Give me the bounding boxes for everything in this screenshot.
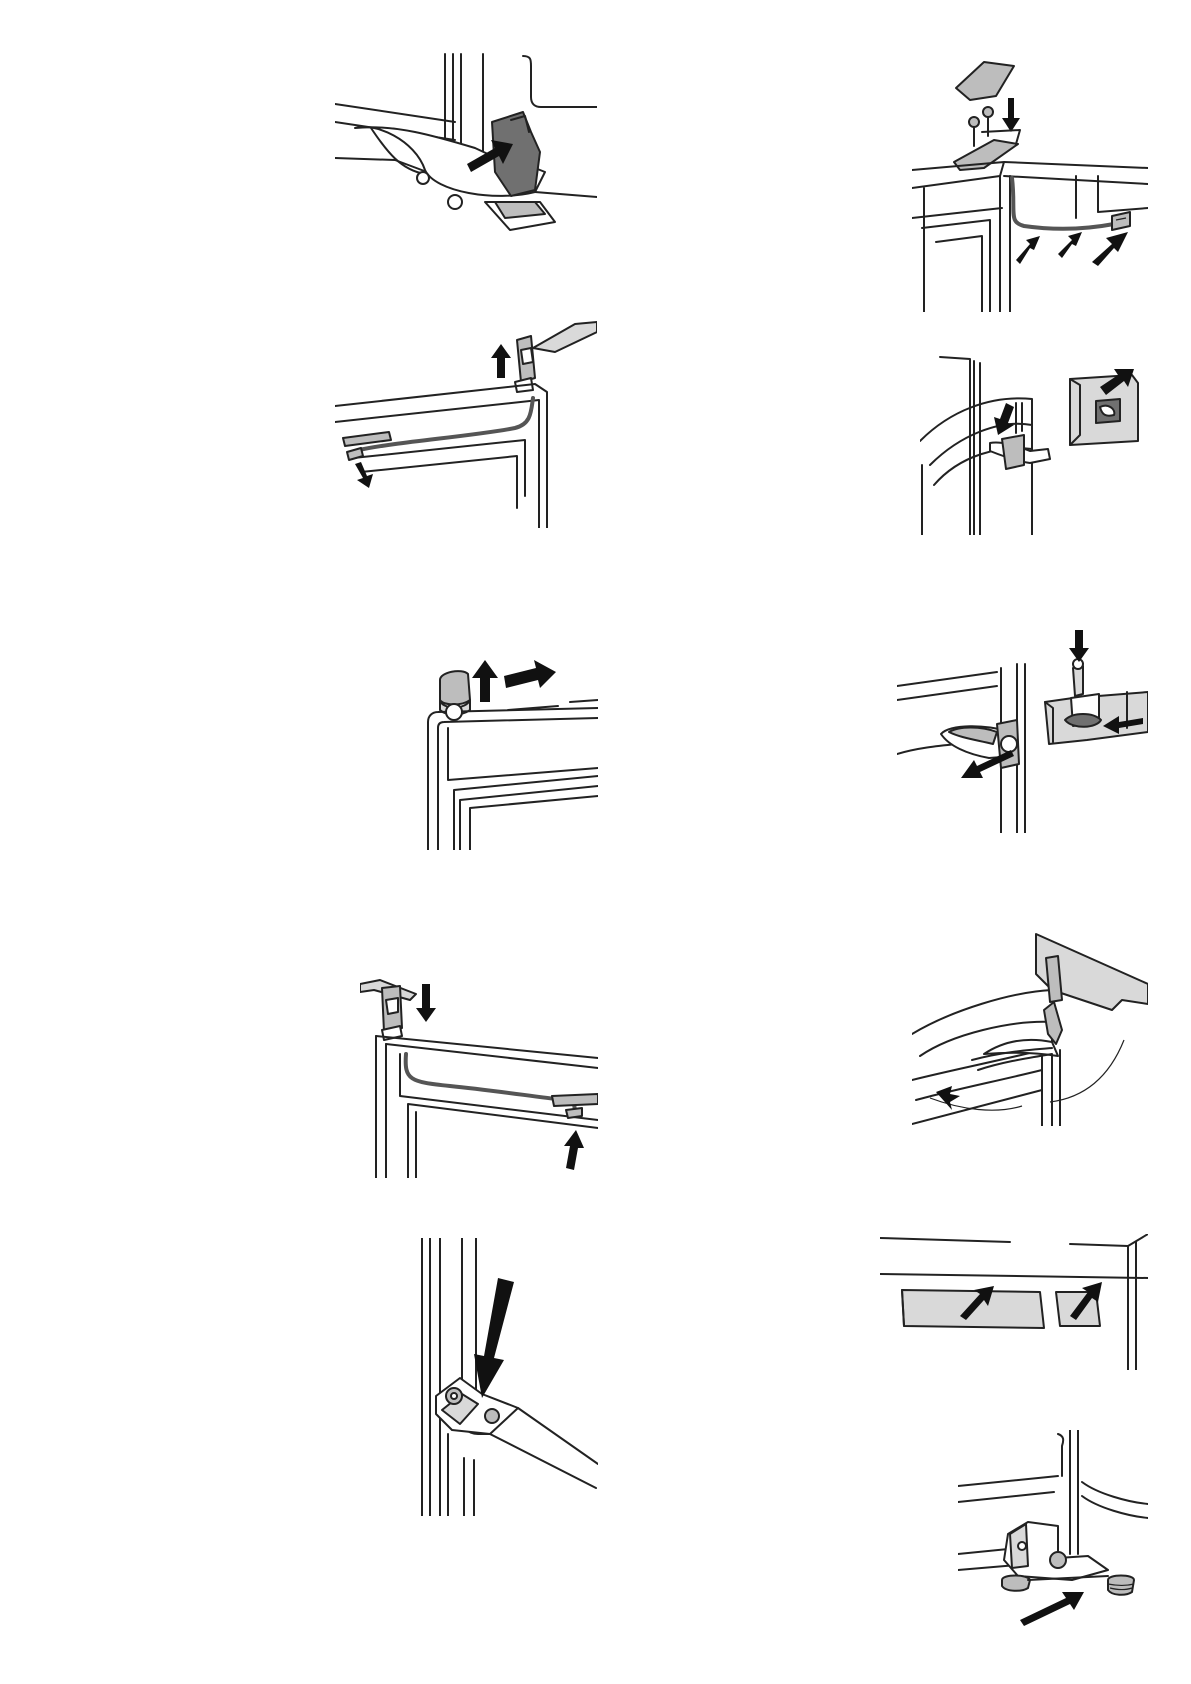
figure-bottom-hinge-pin: [420, 1238, 598, 1516]
figure-door-swing: [912, 930, 1148, 1126]
door-swing-illustration: [912, 930, 1148, 1126]
hinge-bracket-remove-illustration: [920, 355, 1148, 535]
figure-cover-screws-cable: [912, 52, 1148, 312]
hinge-cover-push-illustration: [335, 52, 597, 240]
figure-foot-bracket-insert: [958, 1430, 1148, 1628]
top-hinge-insert-illustration: [360, 970, 598, 1178]
figure-top-hinge-lift: [335, 318, 597, 528]
foot-bracket-insert-illustration: [958, 1430, 1148, 1628]
hinge-pin-screw-illustration: [897, 628, 1148, 833]
cover-screws-cable-illustration: [912, 52, 1148, 312]
figure-top-hinge-insert: [360, 970, 598, 1178]
figure-hinge-bracket-remove: [920, 355, 1148, 535]
figure-cover-strip-remove: [880, 1234, 1148, 1370]
top-hinge-lift-illustration: [335, 318, 597, 528]
figure-hinge-pin-screw: [897, 628, 1148, 833]
figure-door-cap-lift: [418, 650, 598, 850]
door-cap-lift-illustration: [418, 650, 598, 850]
cover-strip-remove-illustration: [880, 1234, 1148, 1370]
figure-hinge-cover-push: [335, 52, 597, 240]
bottom-hinge-pin-illustration: [420, 1238, 598, 1516]
